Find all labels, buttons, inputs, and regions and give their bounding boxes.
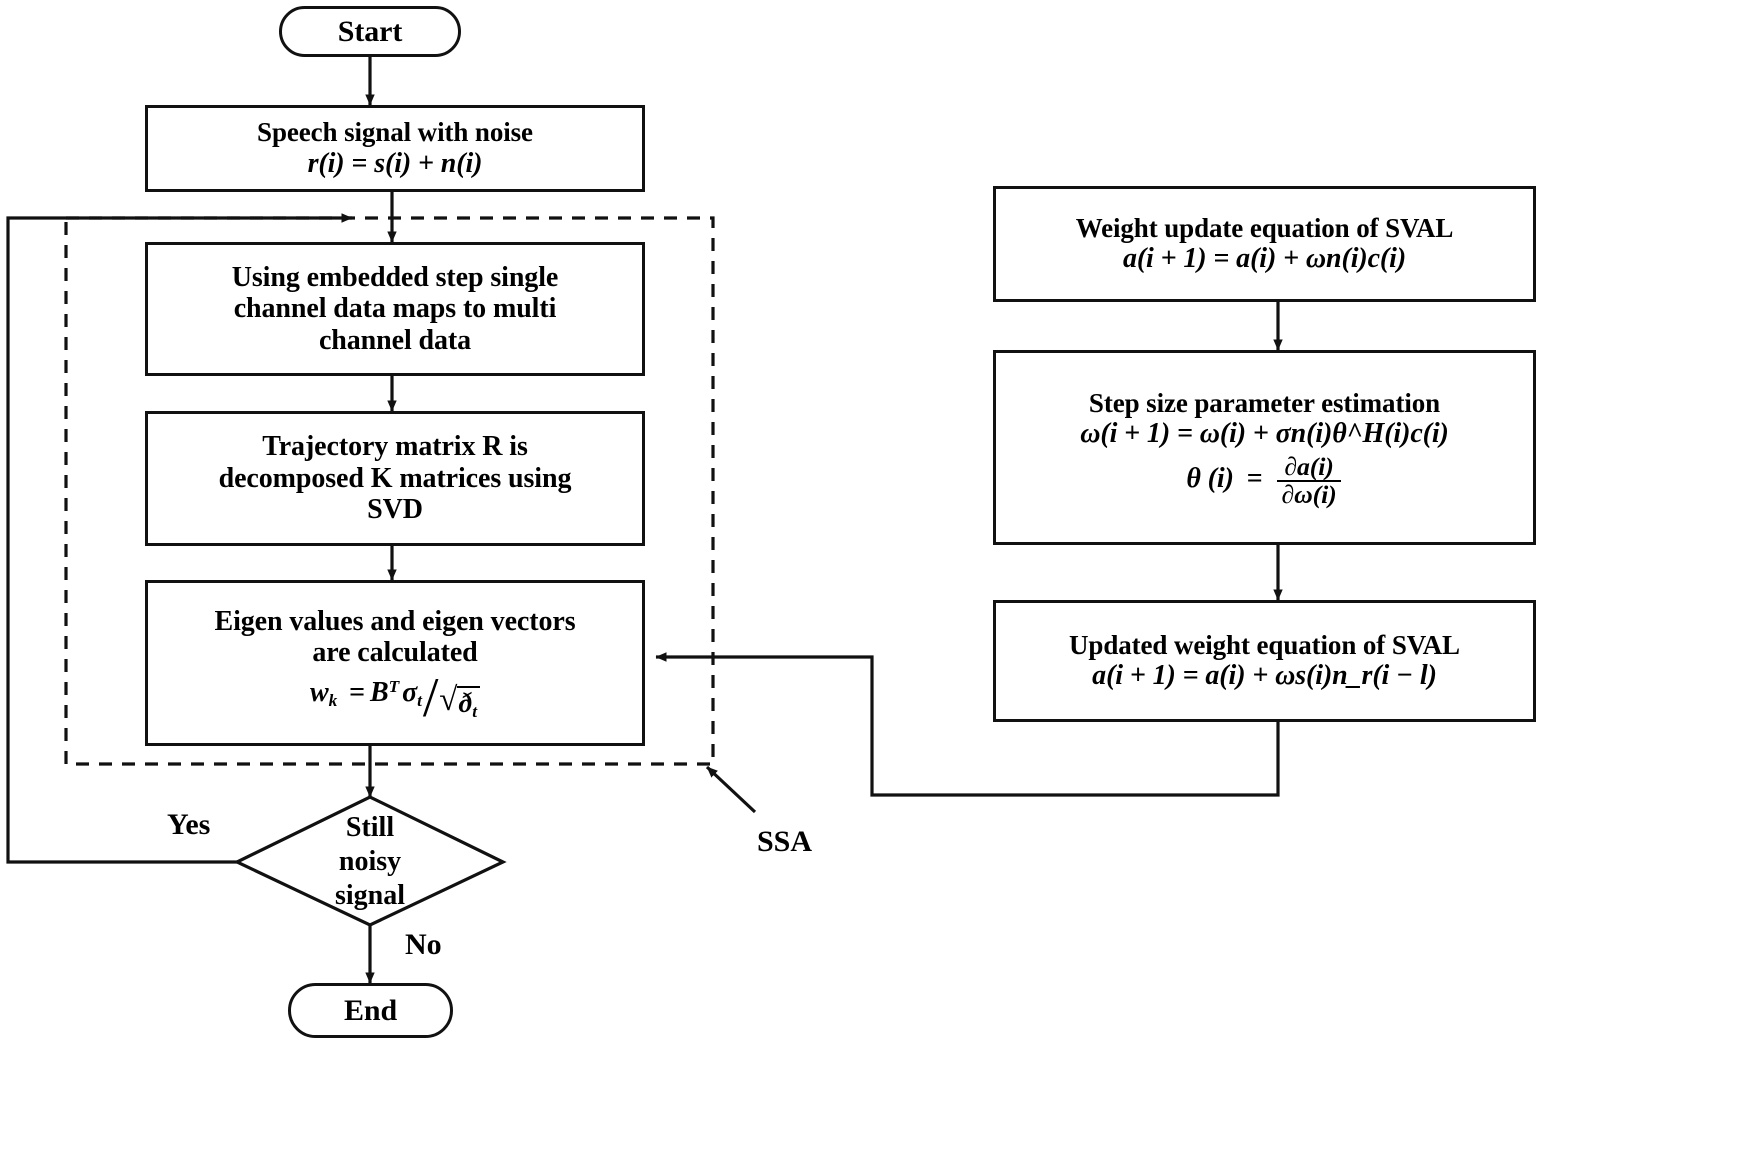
node-end[interactable]: End [288,983,453,1038]
node-eigen[interactable]: Eigen values and eigen vectors are calcu… [145,580,645,746]
node-decision-line2: noisy [338,845,402,877]
node-embedded-step-line3: channel data [318,324,472,356]
eigen-eq-num-base: B [369,676,389,708]
node-trajectory-line2: decomposed K matrices using [218,462,572,494]
edge-label-no: No [405,928,442,961]
node-eigen-line1: Eigen values and eigen vectors [214,605,576,637]
node-trajectory-line3: SVD [367,494,423,526]
node-updated-weight-equation: a(i + 1) = a(i) + ωs(i)n_r(i − l) [1092,660,1437,692]
node-step-size-equation2: θ (i) = ∂a(i) ∂ω(i) [1186,454,1342,508]
step-size-eq2-numerator: ∂a(i) [1284,451,1334,481]
node-step-size[interactable]: Step size parameter estimation ω(i + 1) … [993,350,1536,545]
node-step-size-equation1: ω(i + 1) = ω(i) + σn(i)θ^H(i)c(i) [1080,418,1449,450]
edge-label-yes: Yes [167,808,211,841]
step-size-eq2-lhs: θ (i) [1186,462,1234,494]
node-decision-line1: Still [345,811,395,843]
eigen-eq-sign: = [349,676,365,708]
node-embedded-step[interactable]: Using embedded step single channel data … [145,242,645,376]
step-size-eq2-denominator: ∂ω(i) [1277,479,1341,508]
node-weight-update-equation: a(i + 1) = a(i) + ωn(i)c(i) [1122,243,1407,275]
node-end-label: End [343,993,398,1027]
node-decision-line3: signal [334,880,406,912]
eigen-eq-slash: / [422,666,439,729]
node-trajectory-line1: Trajectory matrix R is [262,431,528,463]
node-trajectory[interactable]: Trajectory matrix R is decomposed K matr… [145,411,645,546]
node-decision-label[interactable]: Still noisy signal [300,800,440,924]
node-embedded-step-line2: channel data maps to multi [233,293,557,325]
node-weight-update[interactable]: Weight update equation of SVAL a(i + 1) … [993,186,1536,302]
node-embedded-step-line1: Using embedded step single [231,261,559,293]
node-updated-weight-line1: Updated weight equation of SVAL [1069,629,1460,660]
eigen-eq-lhs-var: w [310,676,329,708]
node-eigen-line2: are calculated [312,637,478,669]
node-start-label: Start [337,14,403,48]
eigen-eq-num-sigma: σ [402,676,418,708]
node-step-size-line1: Step size parameter estimation [1088,387,1441,418]
eigen-eq-lhs-sub: k [328,690,338,710]
sqrt-icon: √ [439,682,458,719]
node-speech-signal[interactable]: Speech signal with noise r(i) = s(i) + n… [145,105,645,192]
eigen-eq-den-sub: ð [458,688,473,720]
node-start[interactable]: Start [279,6,461,57]
node-speech-signal-line1: Speech signal with noise [257,117,533,148]
node-speech-signal-equation: r(i) = s(i) + n(i) [307,147,483,179]
eigen-eq-num-sigma-sub: t [417,690,422,710]
eigen-eq-den-sub-sub: t [472,702,477,722]
node-updated-weight[interactable]: Updated weight equation of SVAL a(i + 1)… [993,600,1536,722]
eigen-eq-num-sup: T [388,676,400,696]
node-weight-update-line1: Weight update equation of SVAL [1075,212,1454,243]
step-size-eq2-sign: = [1246,462,1263,494]
ssa-group-label: SSA [757,825,813,858]
